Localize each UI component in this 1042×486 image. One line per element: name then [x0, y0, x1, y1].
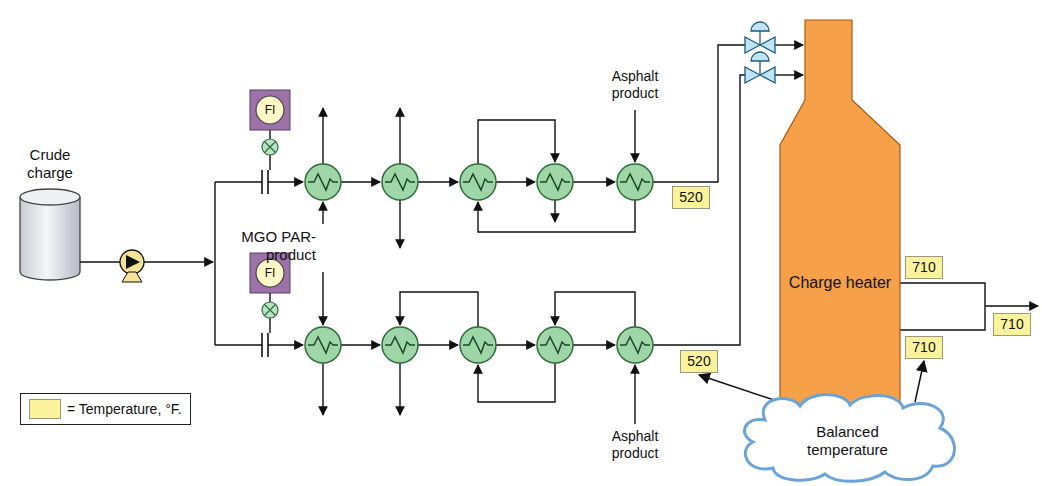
flow-indicator: FI: [250, 90, 290, 130]
temperature-box: 520: [672, 186, 710, 209]
node-text: FI: [265, 266, 276, 280]
temperature-value: 710: [912, 339, 935, 356]
heat-exchanger: [382, 327, 418, 363]
node-text: Crude charge: [12, 146, 88, 182]
heat-exchanger: [305, 164, 341, 200]
node-text: Balanced temperature: [775, 423, 920, 459]
pointer-arrow: [699, 375, 780, 402]
node-text: Charge heater: [789, 273, 891, 292]
heat-exchanger: [617, 327, 653, 363]
temperature-value: 520: [679, 189, 702, 206]
heater-outline: [780, 20, 900, 445]
charge-heater: Charge heater: [780, 20, 900, 445]
legend-item: = Temperature, °F.: [29, 399, 182, 419]
charge-pump: [120, 250, 144, 282]
heat-exchanger: [617, 164, 653, 200]
temperature-value: 520: [687, 353, 710, 370]
heat-exchanger: [460, 327, 496, 363]
legend-text: = Temperature, °F.: [67, 401, 182, 418]
stream-label: MGO PAR-product: [218, 228, 316, 264]
node-text: FI: [265, 103, 276, 117]
temperature-value: 710: [912, 259, 935, 276]
product-label: Asphalt product: [597, 68, 673, 102]
heat-exchanger: [537, 327, 573, 363]
heat-exchanger: [305, 164, 653, 363]
legend-box: = Temperature, °F.: [20, 393, 191, 425]
legend-swatch: [29, 399, 61, 419]
temperature-box: 520: [680, 350, 718, 373]
callout-cloud: Balanced temperature: [735, 390, 960, 484]
temperature-box: 710: [905, 256, 943, 279]
heat-exchanger: [382, 164, 418, 200]
temperature-box: 710: [993, 313, 1031, 336]
heat-exchanger: [537, 164, 573, 200]
control-valve: [745, 22, 775, 83]
crude-tank: [20, 189, 80, 280]
temperature-value: 710: [1000, 316, 1023, 333]
heat-exchanger: [305, 327, 341, 363]
product-label: Asphalt product: [597, 428, 673, 462]
tank-label: Crude charge: [12, 140, 88, 188]
temperature-box: 710: [905, 336, 943, 359]
heat-exchanger: [460, 164, 496, 200]
pointer-arrow: [915, 361, 924, 402]
